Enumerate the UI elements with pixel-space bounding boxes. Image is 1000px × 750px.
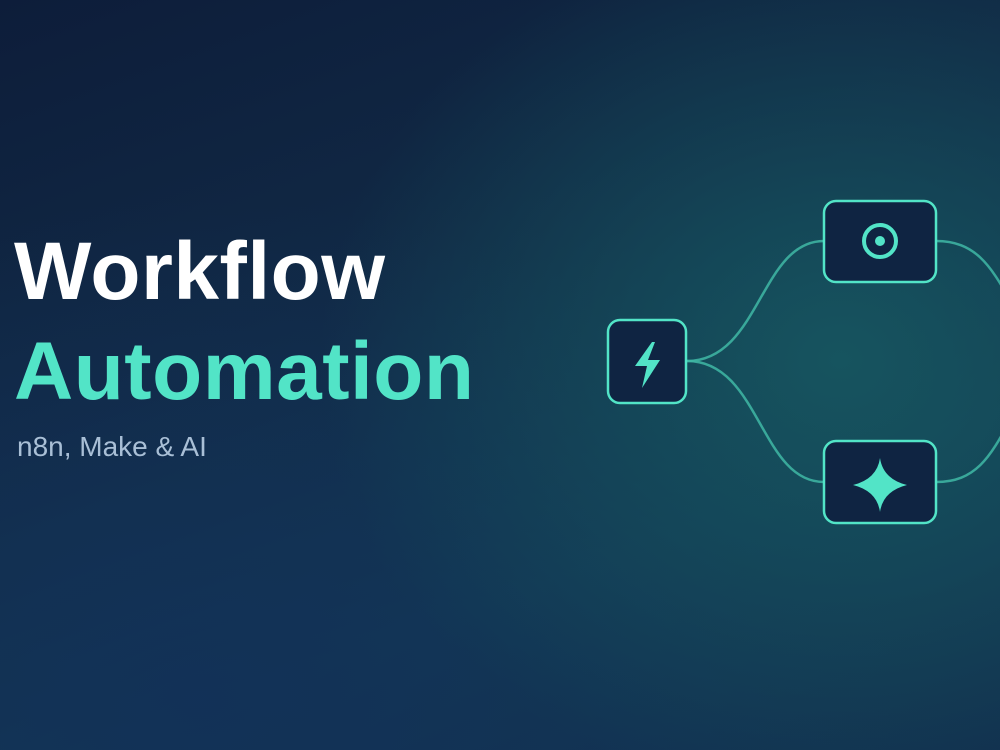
trigger-node (606, 318, 688, 405)
subtitle: n8n, Make & AI (17, 431, 207, 462)
connector-trigger-to-bottom (686, 359, 825, 484)
target-circle-icon (862, 223, 898, 259)
sparkle-star-icon (853, 458, 907, 512)
ai-node (822, 439, 938, 525)
title-line-workflow: Workflow (14, 226, 386, 317)
connector-top-to-next (935, 239, 1000, 286)
lightning-bolt-icon (635, 342, 660, 388)
hero-text: Workflow Automation n8n, Make & AI (14, 222, 474, 464)
connector-trigger-to-top (686, 239, 825, 363)
connector-bottom-to-next (935, 435, 1000, 484)
target-node (822, 199, 938, 284)
title-line-automation: Automation (14, 326, 475, 417)
